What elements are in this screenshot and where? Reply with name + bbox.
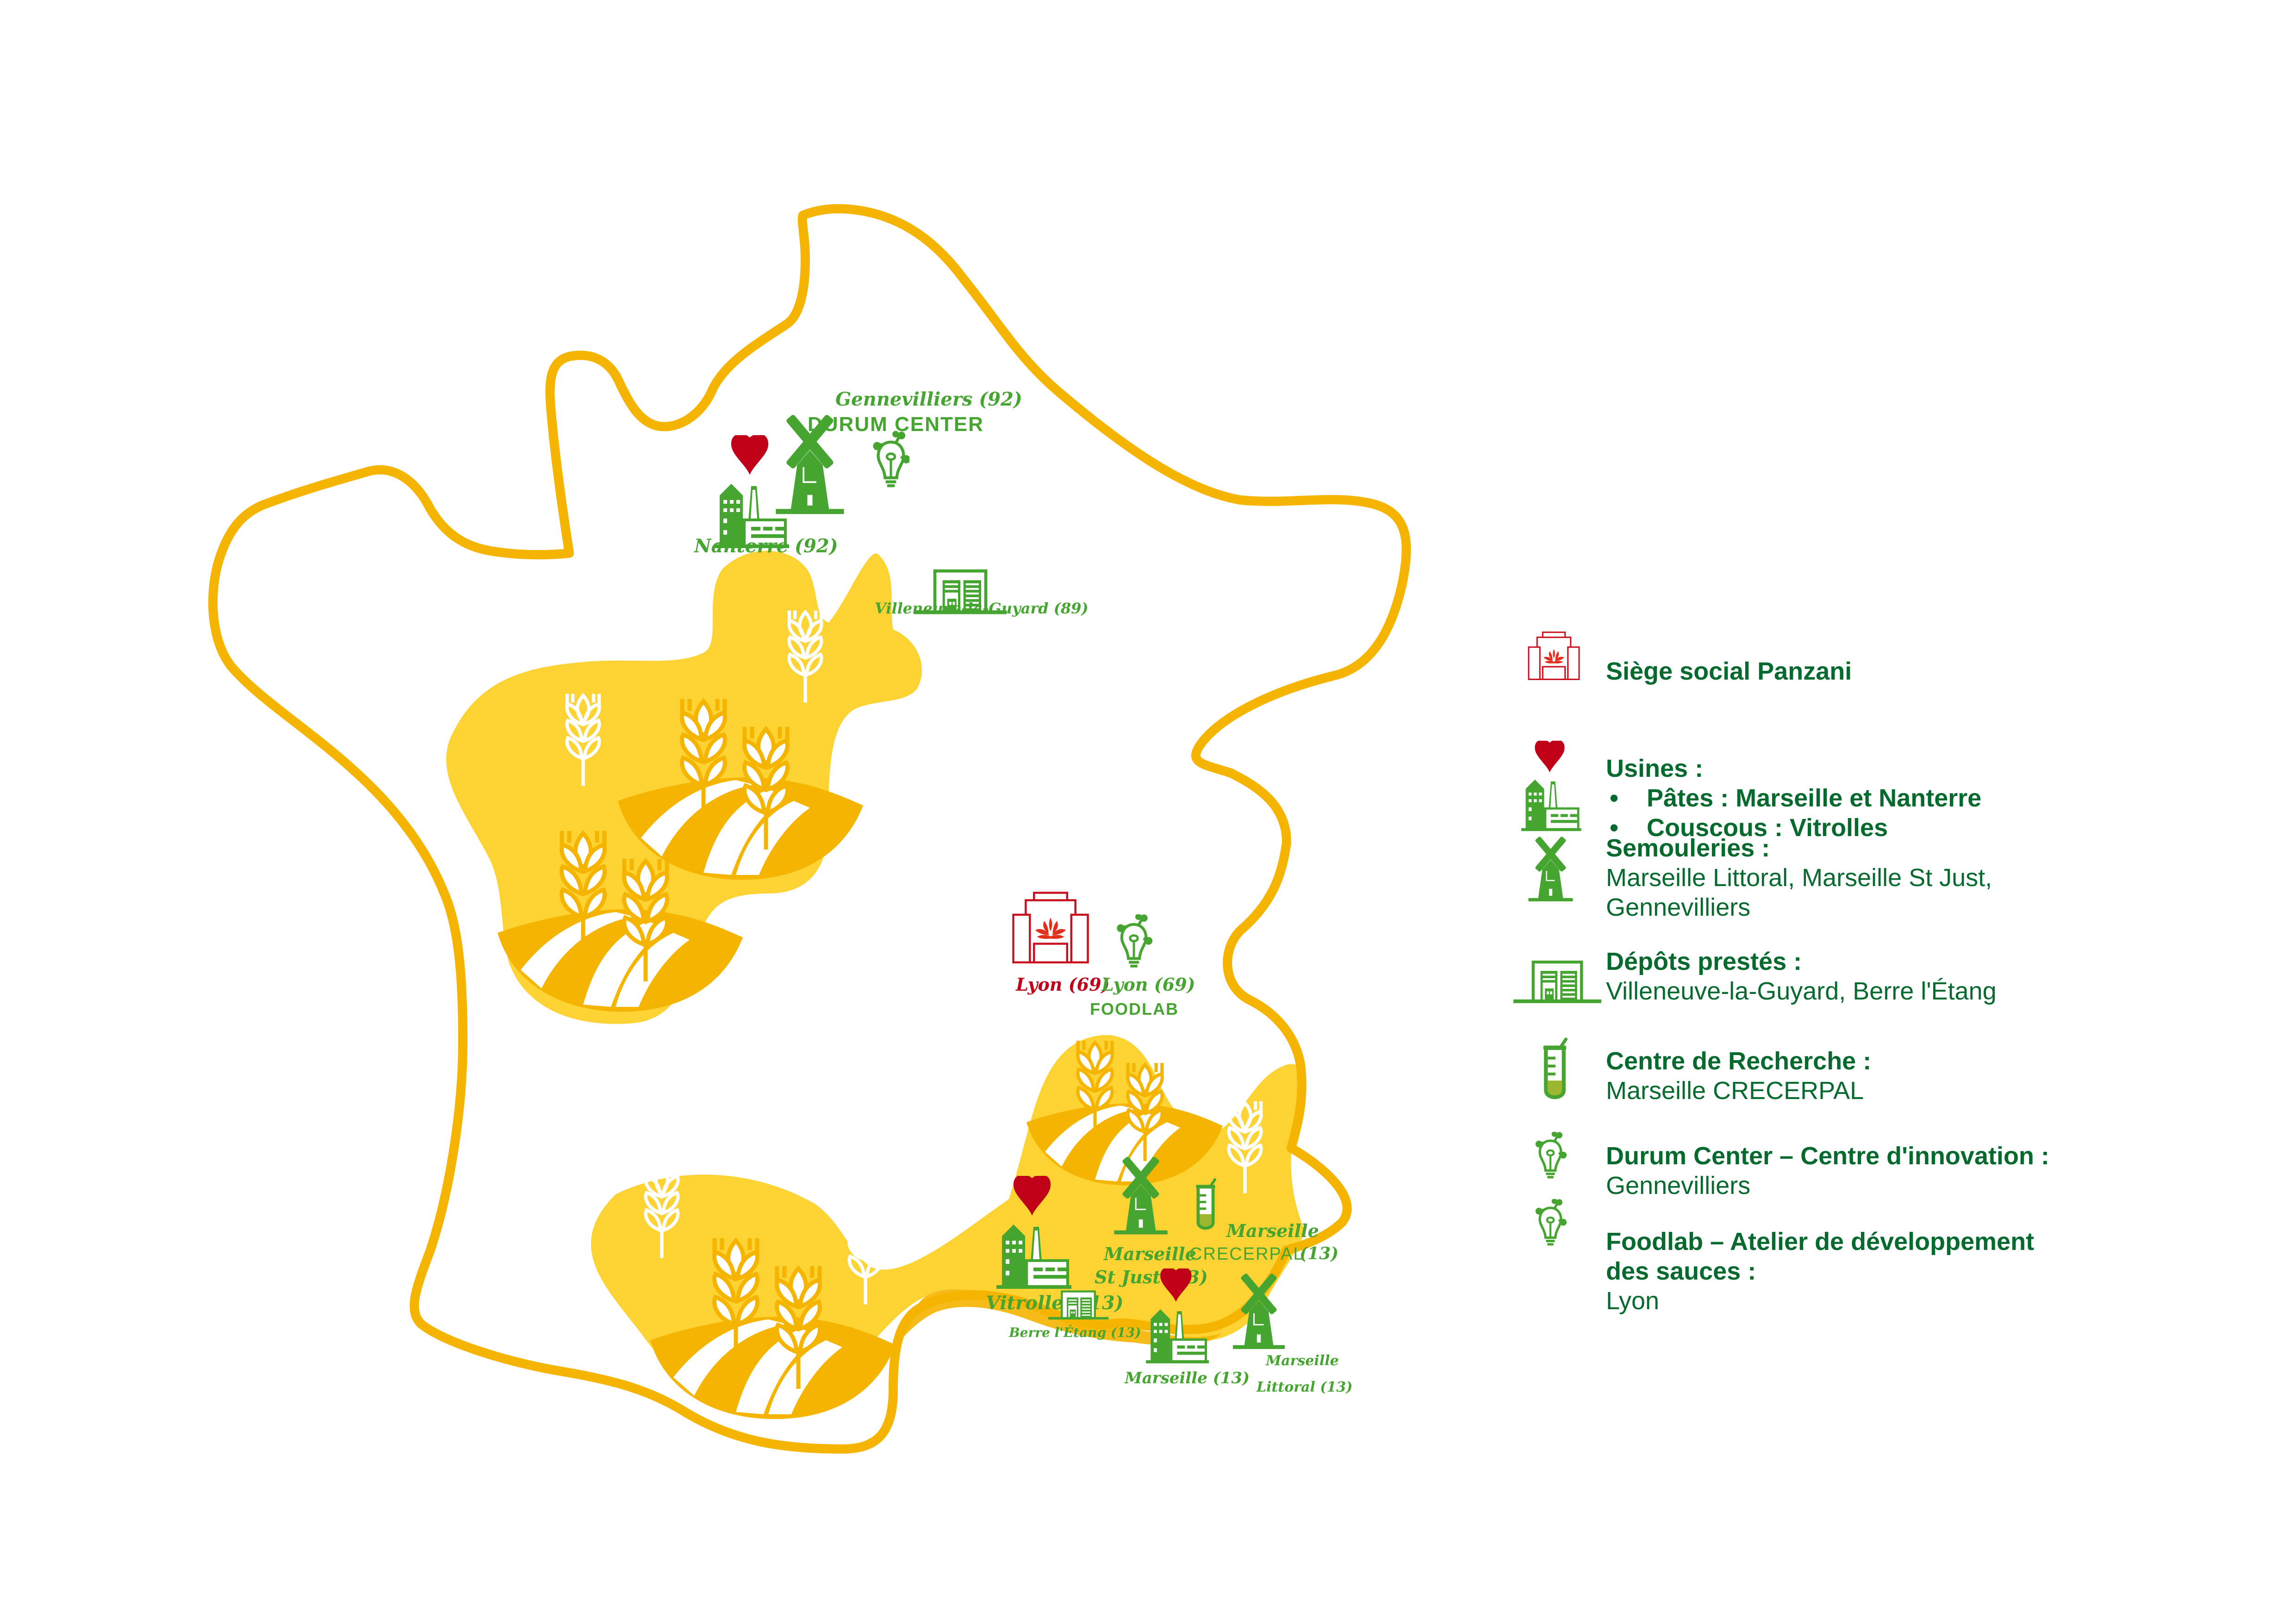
site-label-littoral-line1: Marseille [1266, 1353, 1339, 1369]
headquarters-building-icon [1528, 631, 1580, 680]
legend-bullet: Pâtes : Marseille et Nanterre [1606, 783, 1981, 813]
site-label-berre: Berre l'Étang (13) [1009, 1325, 1141, 1340]
legend-title: Usines : [1606, 755, 1704, 782]
legend-title: Durum Center – Centre d'innovation : [1606, 1142, 2049, 1170]
legend-title: des sauces : [1606, 1257, 1756, 1285]
legend-body: Gennevilliers [1606, 1172, 1751, 1199]
site-label-villeneuve: Villeneuve-la-Guyard (89) [875, 600, 1089, 617]
legend-title: Centre de Recherche : [1606, 1047, 1872, 1075]
lightbulb-innovation-icon [872, 431, 909, 491]
legend-title: Dépôts prestés : [1606, 948, 1802, 975]
windmill-icon [1528, 835, 1574, 902]
site-label-gennevilliers: Gennevilliers (92) [835, 388, 1022, 410]
warehouse-icon [1513, 961, 1601, 1003]
lightbulb-innovation-icon [1108, 914, 1159, 970]
site-label-st-just-line1: Marseille [1104, 1243, 1196, 1264]
lightbulb-innovation-icon [1527, 1199, 1574, 1248]
site-label-vitrolles: Vitrolles (13) [986, 1292, 1124, 1314]
test-tube-icon [1542, 1037, 1568, 1102]
legend-title: Semouleries : [1606, 834, 1770, 862]
site-label-littoral-line2: Littoral (13) [1257, 1379, 1353, 1395]
factory-heart-icon [714, 435, 789, 548]
lightbulb-innovation-icon [1527, 1132, 1574, 1181]
legend-body: Lyon [1606, 1287, 1660, 1315]
site-label-nanterre: Nanterre (92) [694, 535, 838, 557]
windmill-icon [1113, 1155, 1169, 1235]
legend-body: Marseille Littoral, Marseille St Just, [1606, 864, 1992, 892]
legend-body: Villeneuve-la-Guyard, Berre l'Étang [1606, 977, 1997, 1005]
legend-body: Marseille CRECERPAL [1606, 1077, 1864, 1105]
france-outline [208, 204, 1411, 1454]
site-label-crecerpal-line2: CRECERPAL [1189, 1244, 1304, 1264]
site-label-crecerpal-suffix: (13) [1300, 1244, 1339, 1263]
headquarters-building-icon [1011, 889, 1090, 968]
legend-title: Siège social Panzani [1606, 657, 1852, 685]
factory-heart-icon [1521, 741, 1581, 831]
legend-body: Gennevilliers [1606, 893, 1751, 921]
legend-title: Foodlab – Atelier de développement [1606, 1228, 2035, 1255]
site-label-marseille-factory: Marseille (13) [1125, 1369, 1250, 1387]
legend-bullet-list: Pâtes : Marseille et Nanterre Couscous :… [1606, 783, 1981, 843]
site-sublabel-foodlab: FOODLAB [1090, 999, 1179, 1018]
factory-heart-icon [1146, 1268, 1209, 1363]
warehouse-icon [1048, 1290, 1108, 1320]
legend-bullet: Couscous : Vitrolles [1606, 813, 1981, 843]
site-label-lyon-hq: Lyon (69) [1016, 974, 1110, 995]
factory-heart-icon [996, 1176, 1071, 1289]
site-label-lyon-foodlab: Lyon (69) [1101, 974, 1195, 995]
test-tube-icon [1194, 1178, 1217, 1231]
windmill-icon [1232, 1272, 1286, 1350]
site-label-crecerpal-line1: Marseille [1226, 1220, 1319, 1241]
